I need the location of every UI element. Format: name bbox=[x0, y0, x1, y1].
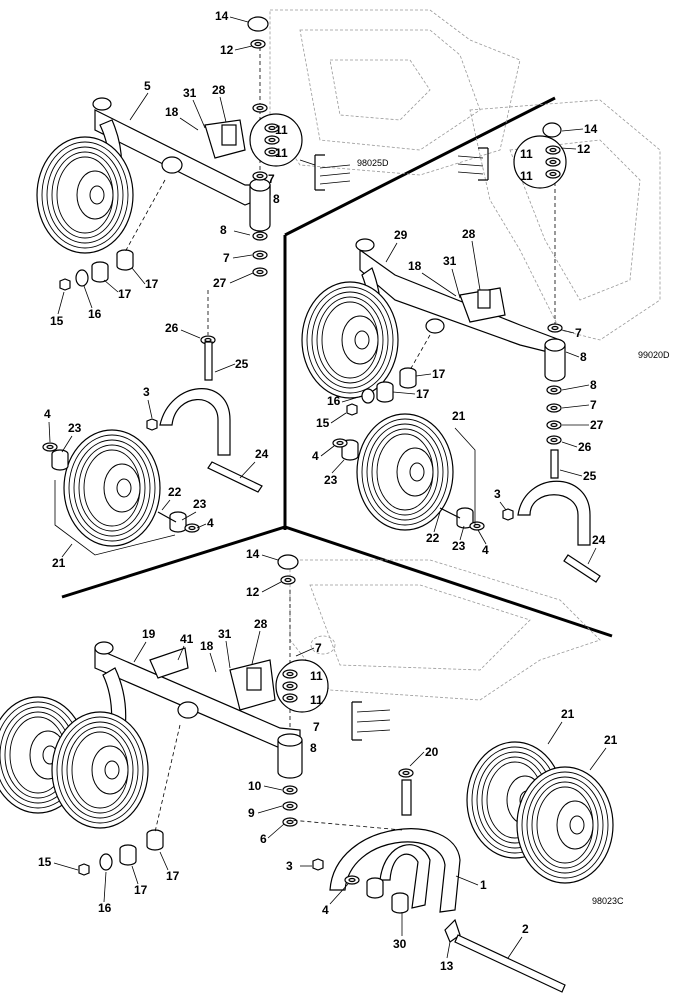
bottom-callouts: 14 12 19 41 31 18 28 7 11 11 7 8 10 9 6 … bbox=[38, 547, 618, 973]
callout: 11 bbox=[275, 123, 288, 137]
callout: 7 bbox=[315, 641, 322, 655]
callout: 16 bbox=[327, 394, 341, 408]
callout: 2 bbox=[522, 922, 529, 936]
callout: 8 bbox=[273, 192, 280, 206]
callout: 16 bbox=[88, 307, 102, 321]
section-dividers bbox=[61, 96, 613, 638]
callout: 7 bbox=[223, 251, 230, 265]
top-left-callouts: 14 12 5 31 28 18 11 11 7 8 8 7 27 17 17 … bbox=[44, 9, 288, 570]
callout: 14 bbox=[584, 122, 598, 136]
callout: 24 bbox=[592, 533, 606, 547]
callout: 28 bbox=[462, 227, 476, 241]
callout: 23 bbox=[324, 473, 338, 487]
callout: 27 bbox=[213, 276, 227, 290]
callout: 31 bbox=[218, 627, 232, 641]
callout: 10 bbox=[248, 779, 262, 793]
callout: 29 bbox=[394, 228, 408, 242]
callout: 18 bbox=[408, 259, 422, 273]
callout: 12 bbox=[220, 43, 234, 57]
callout: 17 bbox=[118, 287, 132, 301]
callout: 15 bbox=[50, 314, 64, 328]
callout: 3 bbox=[143, 385, 150, 399]
bottom-assembly: 98023C bbox=[0, 554, 624, 993]
right-callouts: 14 12 11 11 29 28 31 18 7 8 17 17 16 15 … bbox=[312, 122, 606, 565]
callout: 11 bbox=[520, 147, 533, 161]
callout: 20 bbox=[425, 745, 439, 759]
callout: 8 bbox=[580, 350, 587, 364]
callout: 41 bbox=[180, 632, 194, 646]
callout: 21 bbox=[604, 733, 618, 747]
callout: 13 bbox=[440, 959, 454, 973]
callout: 7 bbox=[575, 326, 582, 340]
callout: 11 bbox=[310, 669, 323, 683]
callout: 21 bbox=[561, 707, 575, 721]
callout: 17 bbox=[145, 277, 159, 291]
callout: 11 bbox=[275, 146, 288, 160]
callout: 8 bbox=[590, 378, 597, 392]
callout: 18 bbox=[165, 105, 179, 119]
callout: 4 bbox=[44, 407, 51, 421]
callout: 17 bbox=[416, 387, 430, 401]
callout: 5 bbox=[144, 79, 151, 93]
callout: 3 bbox=[494, 487, 501, 501]
callout: 3 bbox=[286, 859, 293, 873]
figure-code-top-left: 98025D bbox=[357, 158, 389, 168]
top-left-assembly: 98025D bbox=[36, 9, 521, 556]
callout: 25 bbox=[583, 469, 597, 483]
callout: 16 bbox=[98, 901, 112, 915]
callout: 7 bbox=[313, 720, 320, 734]
callout: 26 bbox=[165, 321, 179, 335]
callout: 21 bbox=[452, 409, 466, 423]
callout: 30 bbox=[393, 937, 407, 951]
callout: 12 bbox=[577, 142, 591, 156]
callout: 7 bbox=[590, 398, 597, 412]
callout: 11 bbox=[310, 693, 323, 707]
callout: 21 bbox=[52, 556, 66, 570]
callout: 14 bbox=[246, 547, 260, 561]
callout: 8 bbox=[220, 223, 227, 237]
callout: 28 bbox=[254, 617, 268, 631]
callout: 23 bbox=[193, 497, 207, 511]
callout: 18 bbox=[200, 639, 214, 653]
callout: 31 bbox=[183, 86, 197, 100]
callout: 25 bbox=[235, 357, 249, 371]
callout: 4 bbox=[482, 543, 489, 557]
callout: 17 bbox=[166, 869, 180, 883]
callout: 24 bbox=[255, 447, 269, 461]
callout: 22 bbox=[426, 531, 440, 545]
callout: 8 bbox=[310, 741, 317, 755]
callout: 4 bbox=[312, 449, 319, 463]
callout: 22 bbox=[168, 485, 182, 499]
callout: 4 bbox=[207, 516, 214, 530]
callout: 23 bbox=[68, 421, 82, 435]
callout: 15 bbox=[38, 855, 52, 869]
callout: 26 bbox=[578, 440, 592, 454]
callout: 23 bbox=[452, 539, 466, 553]
callout: 19 bbox=[142, 627, 156, 641]
callout: 27 bbox=[590, 418, 604, 432]
callout: 6 bbox=[260, 832, 267, 846]
callout: 15 bbox=[316, 416, 330, 430]
callout: 28 bbox=[212, 83, 226, 97]
callout: 11 bbox=[520, 169, 533, 183]
callout: 12 bbox=[246, 585, 260, 599]
callout: 7 bbox=[268, 172, 275, 186]
callout: 17 bbox=[432, 367, 446, 381]
callout: 14 bbox=[215, 9, 229, 23]
callout: 17 bbox=[134, 883, 148, 897]
right-assembly: 99020D bbox=[301, 99, 670, 583]
callout: 31 bbox=[443, 254, 457, 268]
figure-code-right: 99020D bbox=[638, 350, 670, 360]
callout: 9 bbox=[248, 806, 255, 820]
figure-code-bottom: 98023C bbox=[592, 896, 624, 906]
callout: 4 bbox=[322, 903, 329, 917]
callout: 1 bbox=[480, 878, 487, 892]
